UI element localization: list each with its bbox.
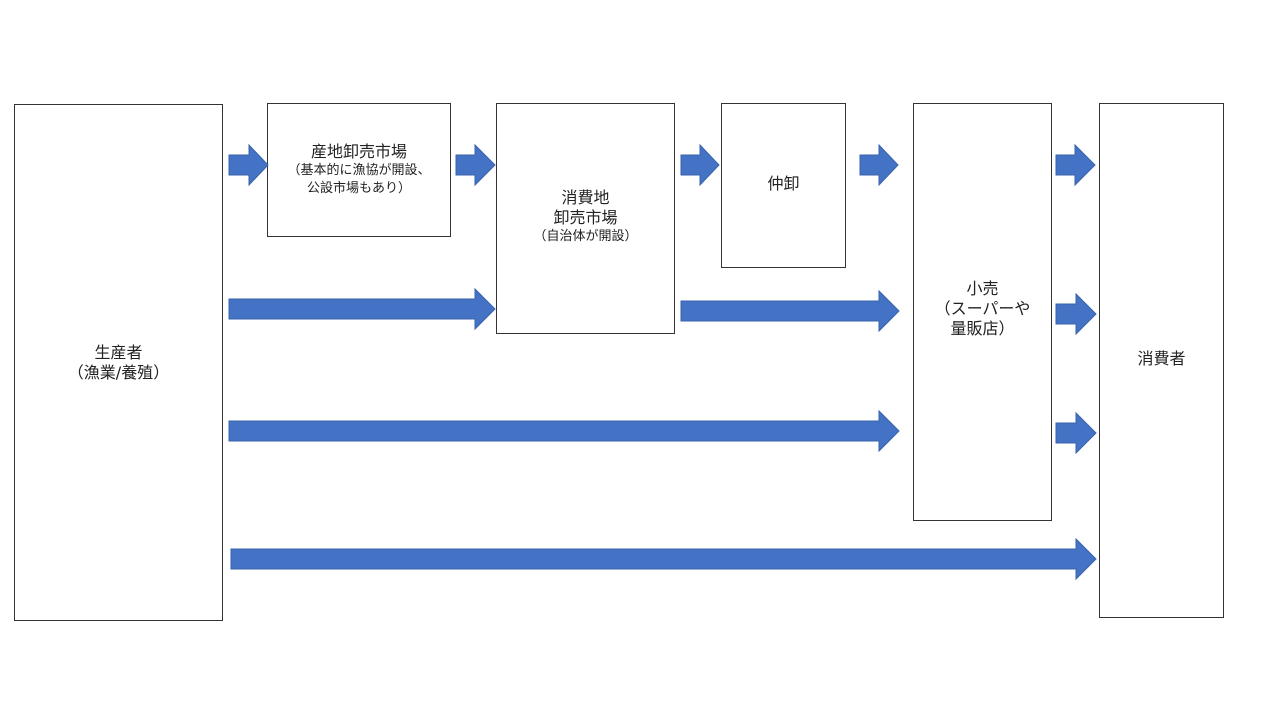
- producer-sublabel: （漁業/養殖）: [67, 362, 170, 382]
- consumption-market-box: 消費地 卸売市場 （自治体が開設）: [496, 103, 675, 334]
- consumer-box: 消費者: [1099, 103, 1224, 618]
- arrow-producer-to-consumption-market: [228, 287, 496, 331]
- producer-box: 生産者 （漁業/養殖）: [14, 104, 223, 621]
- consumption-market-label-2: 卸売市場: [553, 208, 618, 227]
- arrow-broker-to-retail: [859, 143, 899, 187]
- arrow-producer-to-consumer: [230, 537, 1097, 581]
- arrow-producer-to-origin-market: [228, 143, 269, 187]
- arrow-retail-to-consumer-middle: [1055, 292, 1097, 336]
- origin-market-note-1: （基本的に漁協が開設、: [287, 163, 431, 178]
- arrow-consumption-market-to-broker: [680, 143, 720, 187]
- consumption-market-label-1: 消費地: [561, 188, 610, 207]
- origin-market-note-2: 公設市場もあり）: [306, 181, 411, 196]
- producer-label: 生産者: [94, 342, 143, 362]
- arrow-producer-to-retail: [228, 409, 900, 453]
- arrow-origin-market-to-consumption-market: [455, 143, 496, 187]
- consumption-market-note: （自治体が開設）: [533, 229, 638, 244]
- arrow-retail-to-consumer-top: [1055, 143, 1096, 187]
- retail-note-1: （スーパーや: [934, 299, 1031, 318]
- retail-note-2: 量販店）: [950, 319, 1015, 338]
- origin-market-box: 産地卸売市場 （基本的に漁協が開設、 公設市場もあり）: [267, 103, 451, 237]
- arrow-retail-to-consumer-bottom: [1055, 411, 1097, 455]
- retail-label: 小売: [966, 279, 999, 298]
- origin-market-label: 産地卸売市場: [310, 142, 407, 161]
- consumer-label: 消費者: [1137, 349, 1186, 368]
- broker-label: 仲卸: [767, 174, 800, 193]
- arrow-consumption-market-to-retail: [680, 289, 900, 333]
- retail-box: 小売 （スーパーや 量販店）: [913, 103, 1052, 521]
- broker-box: 仲卸: [721, 103, 846, 268]
